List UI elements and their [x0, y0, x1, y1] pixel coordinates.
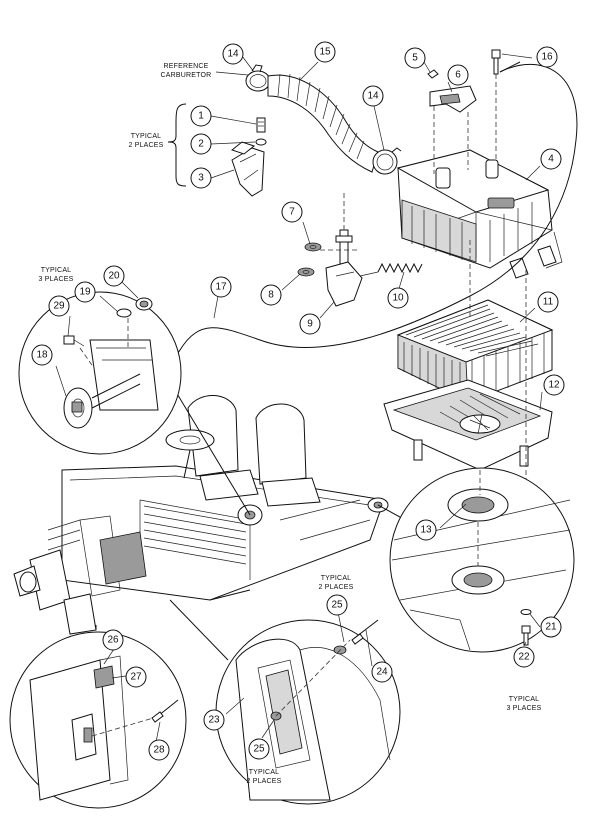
svg-text:8: 8 — [268, 290, 274, 301]
air-intake-stud — [297, 190, 363, 307]
callout-13: 13 — [415, 519, 437, 541]
typical-2-places-note-top: TYPICAL 2 PLACES — [128, 103, 187, 187]
typical-3-places-note-right: TYPICAL 3 PLACES — [506, 696, 541, 712]
throttle-spring — [359, 262, 423, 277]
typical-3-places-note-left: TYPICAL 3 PLACES — [38, 267, 73, 283]
svg-text:13: 13 — [420, 525, 432, 536]
callout-14a: 14 — [222, 43, 244, 65]
svg-text:27: 27 — [130, 672, 142, 683]
callout-9: 9 — [299, 313, 321, 335]
svg-text:3 PLACES: 3 PLACES — [38, 276, 73, 283]
callout-11: 11 — [537, 291, 559, 313]
svg-text:TYPICAL: TYPICAL — [509, 696, 540, 703]
svg-text:TYPICAL: TYPICAL — [131, 133, 162, 140]
svg-text:REFERENCE: REFERENCE — [164, 63, 209, 70]
svg-text:1: 1 — [198, 111, 204, 122]
callout-28: 28 — [148, 739, 170, 761]
svg-text:6: 6 — [455, 70, 461, 81]
svg-text:2: 2 — [198, 139, 204, 150]
svg-text:9: 9 — [307, 319, 313, 330]
svg-text:14: 14 — [367, 91, 379, 102]
callout-17: 17 — [210, 276, 232, 298]
callout-18: 18 — [31, 344, 53, 366]
svg-text:19: 19 — [79, 287, 91, 298]
callout-7: 7 — [281, 201, 303, 223]
svg-text:26: 26 — [107, 635, 119, 646]
svg-text:24: 24 — [376, 667, 388, 678]
svg-text:7: 7 — [289, 207, 295, 218]
callout-20: 20 — [103, 265, 125, 287]
detail-rivet-panel-left — [9, 631, 187, 809]
callout-22: 22 — [513, 646, 535, 668]
bolt-top — [491, 49, 501, 160]
reference-carburetor-note: REFERENCE CARBURETOR — [161, 63, 249, 79]
callout-24: 24 — [371, 661, 393, 683]
svg-text:TYPICAL: TYPICAL — [41, 267, 72, 274]
svg-text:29: 29 — [53, 301, 65, 312]
golf-cart-body — [13, 395, 389, 635]
svg-text:4: 4 — [548, 154, 554, 165]
callout-27: 27 — [125, 666, 147, 688]
hose-clamp-right — [372, 147, 402, 175]
intake-hose — [267, 73, 379, 173]
callout-1: 1 — [190, 105, 212, 127]
svg-text:2 PLACES: 2 PLACES — [246, 778, 281, 785]
svg-text:12: 12 — [548, 380, 560, 391]
svg-text:15: 15 — [319, 47, 331, 58]
svg-text:21: 21 — [545, 622, 557, 633]
air-box-housing — [396, 149, 563, 279]
callout-3: 3 — [190, 167, 212, 189]
svg-text:10: 10 — [392, 293, 404, 304]
callout-4: 4 — [540, 148, 562, 170]
callout-25a: 25 — [326, 594, 348, 616]
callout-23: 23 — [203, 709, 225, 731]
callout-12: 12 — [543, 374, 565, 396]
svg-text:CARBURETOR: CARBURETOR — [161, 72, 212, 79]
callout-2: 2 — [190, 133, 212, 155]
callout-16: 16 — [536, 46, 558, 68]
callout-21: 21 — [540, 616, 562, 638]
cable-bracket — [427, 69, 477, 174]
svg-text:23: 23 — [208, 715, 220, 726]
svg-text:25: 25 — [331, 600, 343, 611]
svg-text:16: 16 — [541, 52, 553, 63]
svg-text:TYPICAL: TYPICAL — [321, 575, 352, 582]
svg-text:TYPICAL: TYPICAL — [249, 769, 280, 776]
typical-2-places-note-bottom: TYPICAL 2 PLACES — [246, 769, 281, 785]
callout-29: 29 — [48, 295, 70, 317]
svg-text:28: 28 — [153, 745, 165, 756]
air-box-base — [383, 240, 553, 610]
detail-throttle-bracket — [18, 291, 182, 455]
svg-text:11: 11 — [543, 297, 554, 308]
svg-text:17: 17 — [215, 282, 227, 293]
svg-text:3: 3 — [198, 173, 204, 184]
svg-text:25: 25 — [253, 744, 265, 755]
callout-15: 15 — [314, 41, 336, 63]
svg-text:2 PLACES: 2 PLACES — [128, 142, 163, 149]
svg-text:5: 5 — [412, 53, 418, 64]
callout-26: 26 — [102, 629, 124, 651]
svg-text:2 PLACES: 2 PLACES — [318, 584, 353, 591]
svg-text:20: 20 — [108, 271, 120, 282]
callout-25b: 25 — [248, 738, 270, 760]
svg-text:3 PLACES: 3 PLACES — [506, 705, 541, 712]
svg-text:22: 22 — [518, 652, 530, 663]
hose-clamp-left — [245, 64, 271, 92]
typical-2-places-note-mid: TYPICAL 2 PLACES — [318, 575, 353, 591]
svg-text:18: 18 — [36, 350, 48, 361]
detail-rivet-panel-center — [215, 619, 401, 805]
detail-air-intake-seal — [389, 467, 575, 653]
mounting-bracket-group — [230, 117, 267, 197]
throttle-cable — [129, 61, 578, 373]
callout-6: 6 — [447, 64, 469, 86]
callout-5: 5 — [404, 47, 426, 69]
callout-14b: 14 — [362, 85, 384, 107]
callout-10: 10 — [387, 287, 409, 309]
bolt-washer-21-22 — [520, 609, 532, 646]
air-filter — [396, 299, 554, 403]
callout-19: 19 — [74, 281, 96, 303]
callout-8: 8 — [260, 284, 282, 306]
svg-text:14: 14 — [227, 49, 239, 60]
